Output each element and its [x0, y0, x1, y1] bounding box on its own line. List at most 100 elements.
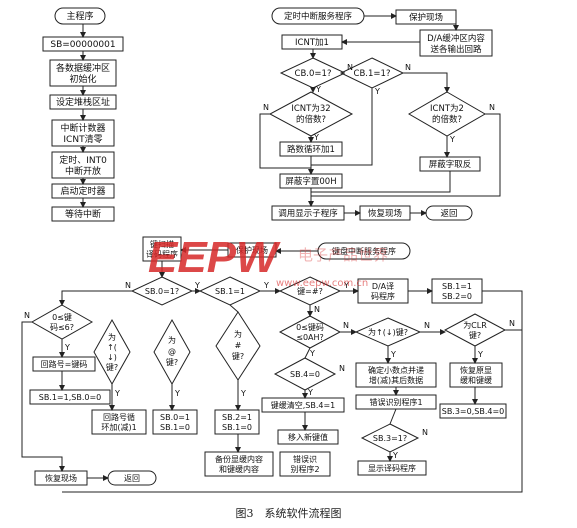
- timer-title-text: 定时中断服务程序: [284, 11, 353, 22]
- kb-show-decode-text: 显示译码程序: [368, 463, 416, 473]
- main-buffer-init-text-1: 各数据缓冲区: [56, 62, 110, 74]
- timer-protect-text: 保护现场: [409, 12, 443, 23]
- kb-scan-text-2: 译码程序: [146, 249, 178, 259]
- timer-cb0-text: CB.0=1?: [295, 69, 332, 79]
- kb-range6-text-2: 码≤6?: [50, 323, 74, 332]
- label-yes: Y: [313, 133, 319, 142]
- kb-move-in-text: 移入新键值: [288, 432, 328, 442]
- kb-err1-text: 错误识别程序1: [369, 397, 422, 407]
- label-yes: Y: [263, 281, 269, 290]
- kb-updown-b-text: 为↑(↓)键?: [368, 327, 408, 337]
- watermark-url-text: www.eepw.com.cn: [276, 278, 368, 289]
- label-yes: Y: [114, 389, 120, 398]
- kb-sb4-text: SB.4=0: [290, 370, 320, 379]
- timer-isr-texts: 定时中断服务程序 保护现场 D/A缓冲区内容 送各输出回路 ICNT加1 CB.…: [278, 11, 485, 219]
- kb-decimal-text-1: 确定小数点并递: [368, 365, 424, 375]
- main-stack-text: 设定堆栈区址: [56, 96, 110, 108]
- kb-sb-zero-text: SB.3=0,SB.4=0: [442, 407, 505, 416]
- label-no: N: [339, 364, 345, 373]
- timer-da-box: [419, 29, 493, 57]
- label-yes: Y: [390, 350, 396, 359]
- main-start-text: 主程序: [66, 10, 93, 22]
- label-no: N: [424, 321, 430, 330]
- kb-loop-eq-text: 回路号=键码: [41, 359, 88, 369]
- label-no: N: [343, 321, 349, 330]
- kb-sb0-1-text-1: SB.0=1: [160, 413, 190, 422]
- main-buffer-init-text-2: 初始化: [69, 73, 96, 85]
- figure-caption: 图3 系统软件流程图: [235, 507, 342, 520]
- kb-at-text-2: @: [168, 347, 176, 356]
- kb-sb0-decision: [130, 276, 194, 306]
- kb-clear-text: 键缓清空,SB.4=1: [271, 400, 336, 410]
- kb-clr-decision: [443, 313, 507, 347]
- main-int-text-1: 定时、INT0: [59, 154, 107, 166]
- kb-da-decode-text-1: D/A译: [372, 282, 394, 291]
- kb-updown-decision: [93, 318, 131, 386]
- main-icnt-text-1: 中断计数器: [60, 122, 105, 134]
- main-start-terminator: [54, 7, 106, 25]
- kb-decimal-text-2: 增(减)其后数据: [369, 375, 423, 385]
- kb-restore-text: 恢复现场: [45, 473, 77, 483]
- timer-mult2-text-1: ICNT为2: [430, 103, 464, 114]
- timer-loop-add-text: 路数循环加1: [287, 144, 335, 155]
- timer-da-text-1: D/A缓冲区内容: [427, 33, 485, 44]
- label-yes: Y: [309, 349, 315, 358]
- kb-sb0-1-text-2: SB.1=0: [160, 423, 190, 432]
- kb-err2-text-2: 别程序2: [290, 464, 319, 474]
- kb-sb0-1-box: [152, 409, 198, 435]
- kb-loop-cycle-text-1: 回路号循: [103, 412, 135, 422]
- label-yes: Y: [240, 389, 246, 398]
- kb-updown-text-4: 键?: [106, 362, 118, 372]
- timer-restore-text: 恢复现场: [368, 208, 402, 219]
- timer-mult32-decision: [268, 91, 354, 137]
- label-yes: Y: [374, 87, 380, 96]
- label-no: N: [405, 63, 411, 72]
- main-int-text-2: 中断开放: [65, 165, 101, 177]
- timer-cb1-text: CB.1=1?: [354, 69, 391, 79]
- kb-sb10-text: SB.1=1,SB.0=0: [39, 393, 102, 402]
- label-yes: Y: [307, 388, 313, 397]
- kb-sb2-1-box: [214, 409, 260, 435]
- kb-sb1-text: SB.1=1: [215, 287, 245, 296]
- kb-sb-set-box: [431, 278, 483, 304]
- kb-range6-text-1: 0≤键: [52, 312, 72, 322]
- timer-icnt-inc-text: ICNT加1: [295, 37, 329, 48]
- label-yes: Y: [315, 85, 321, 94]
- kb-move-in-box: [277, 429, 339, 445]
- kb-at-text-3: 键?: [166, 357, 178, 367]
- label-yes: Y: [64, 343, 70, 352]
- kb-scan-text-1: 键扫描: [150, 239, 174, 249]
- main-sb-init-text: SB=00000001: [50, 40, 115, 50]
- kb-isr-texts: 键扫描 译码程序 保护现场 键盘中断服务程序 SB.0=1? SB.1=1 键=…: [39, 239, 505, 483]
- timer-mult2-decision: [408, 91, 486, 137]
- kb-sb2-1-text-1: SB.2=1: [222, 413, 252, 422]
- timer-mask-inv-text: 屏蔽字取反: [429, 159, 472, 170]
- label-yes: Y: [194, 281, 200, 290]
- kb-clr-text-1: 为CLR: [463, 320, 487, 330]
- kb-isr-connectors: [21, 247, 523, 493]
- kb-restore-disp-text-2: 缓和键缓: [460, 375, 492, 385]
- timer-da-text-2: 送各输出回路: [430, 44, 482, 55]
- watermark-site-text: 电子产品世界: [298, 246, 388, 264]
- main-icnt-text-2: ICNT清零: [63, 133, 102, 145]
- main-wait-text: 等待中断: [65, 208, 101, 220]
- kb-isr-yn: Y N Y Y N Y N Y Y Y N Y N Y Y N Y N Y N: [24, 281, 515, 460]
- label-no: N: [125, 281, 131, 290]
- eepw-watermark-logo: EEPW 电子产品世界 www.eepw.com.cn: [148, 233, 388, 289]
- kb-range6-decision: [30, 304, 94, 340]
- watermark-logo-text: EEPW: [148, 233, 281, 282]
- kb-updown-text-3: ↓): [107, 353, 117, 362]
- label-yes: Y: [477, 350, 483, 359]
- kb-sb2-1-text-2: SB.1=0: [222, 423, 252, 432]
- timer-isr-connectors: [259, 13, 501, 216]
- kb-hashkey-text-3: 键?: [232, 351, 244, 361]
- timer-return-text: 返回: [440, 208, 457, 219]
- main-texts: 主程序 SB=00000001 各数据缓冲区 初始化 设定堆栈区址 中断计数器 …: [50, 10, 115, 220]
- timer-mult2-text-2: 的倍数?: [432, 114, 462, 125]
- label-no: N: [422, 428, 428, 437]
- label-no: N: [314, 305, 320, 314]
- kb-range0a-text-2: ≤0AH?: [296, 333, 324, 342]
- main-timer-text: 启动定时器: [60, 185, 105, 197]
- kb-da-decode-text-2: 码程序: [371, 291, 395, 301]
